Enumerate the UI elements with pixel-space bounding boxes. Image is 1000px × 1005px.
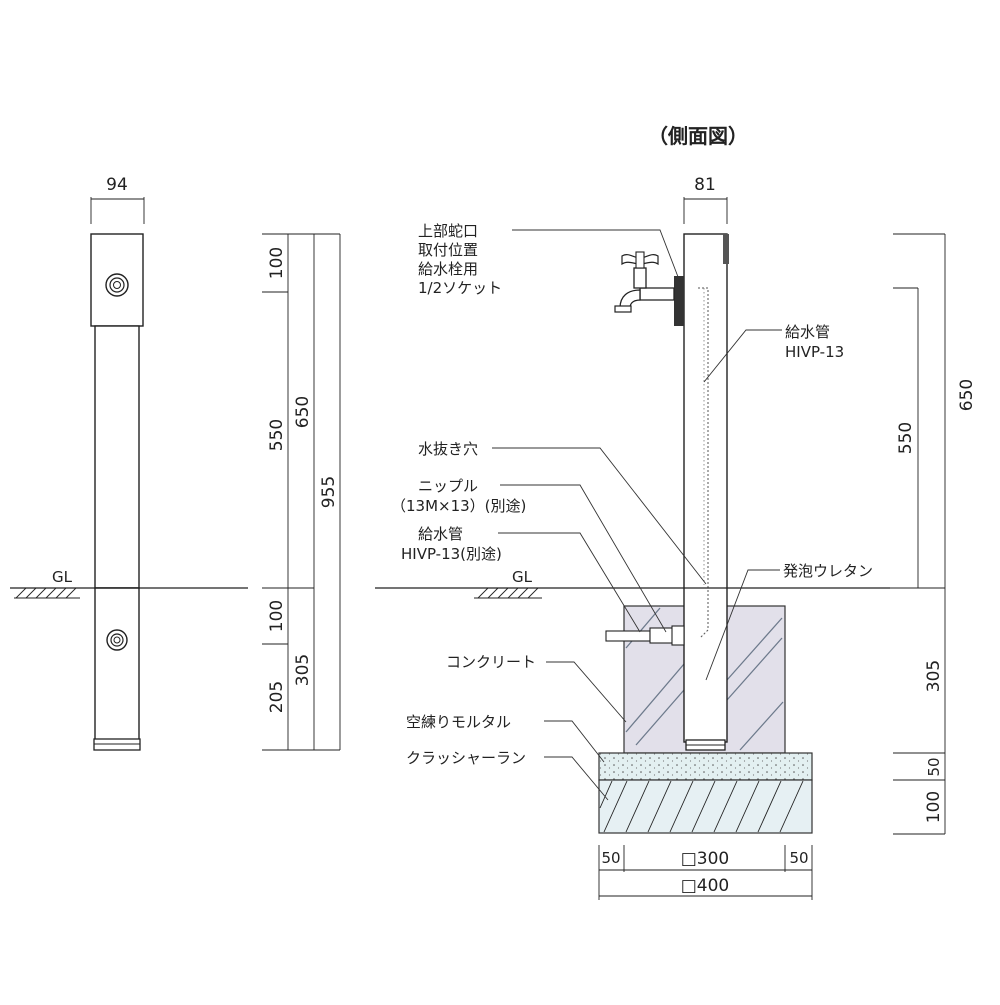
nipple-callout: ニップル （13M×13）(別途) [391, 477, 667, 633]
nipple-label-line2: （13M×13）(別途) [391, 497, 526, 515]
pipe-left-label-line1: 給水管 [418, 525, 463, 543]
nipple-label-line1: ニップル [418, 477, 478, 495]
front-dim-100-below: 100 [267, 600, 287, 632]
mortar-callout: 空練りモルタル [406, 713, 605, 763]
drain-hole-callout: 水抜き穴 [418, 440, 707, 585]
side-dim-305: 305 [924, 660, 944, 692]
base-dim-300: □300 [681, 849, 730, 869]
side-dim-550: 550 [896, 422, 916, 454]
side-post-cap [723, 234, 729, 264]
concrete-hatch [625, 607, 784, 751]
side-ground-hatch [474, 587, 542, 599]
concrete-callout: コンクリート [446, 653, 627, 723]
front-post-lower [94, 587, 140, 741]
supply-pipe-callout-right: 給水管 HIVP-13 [703, 323, 844, 383]
foam-label: 発泡ウレタン [783, 562, 873, 580]
supply-pipe-callout-left: 給水管 HIVP-13(別途) [401, 525, 641, 633]
side-post [683, 233, 728, 743]
faucet-label-line1: 上部蛇口 [418, 222, 478, 240]
faucet-icon [614, 251, 684, 326]
front-dim-955: 955 [319, 476, 339, 508]
faucet-label-line4: 1/2ソケット [418, 279, 502, 297]
side-view-title: （側面図） [648, 124, 748, 148]
front-lower-socket-icon [106, 629, 128, 651]
faucet-label-line2: 取付位置 [418, 241, 478, 259]
front-dim-650: 650 [293, 396, 313, 428]
front-view: 94 GL [10, 175, 341, 751]
front-width-dimension: 94 [90, 175, 145, 224]
front-gl-label: GL [52, 568, 73, 586]
pipe-right-label-line1: 給水管 [785, 323, 830, 341]
front-dim-550: 550 [267, 419, 287, 451]
crusher-run-layer [598, 779, 813, 834]
side-width-dimension: 81 [683, 175, 728, 224]
crusher-run-hatch [599, 780, 804, 833]
internal-pipe [698, 287, 709, 639]
supply-pipe-inlet [605, 625, 685, 646]
faucet-position-callout: 上部蛇口 取付位置 給水栓用 1/2ソケット [418, 222, 681, 297]
crusher-label: クラッシャーラン [406, 749, 526, 767]
mortar-label: 空練りモルタル [406, 713, 511, 731]
side-dim-50: 50 [925, 757, 943, 776]
front-post-foot [93, 738, 141, 751]
side-gl-label: GL [512, 568, 533, 586]
crusher-run-callout: クラッシャーラン [406, 749, 609, 801]
side-bottom-dimensions: 50 □300 50 □400 [598, 845, 813, 900]
foam-callout: 発泡ウレタン [705, 562, 873, 681]
front-upper-socket-icon [105, 273, 129, 297]
front-post-upper [94, 325, 140, 589]
pipe-left-label-line2: HIVP-13(別途) [401, 545, 502, 563]
base-dim-left-50: 50 [601, 849, 620, 867]
base-dim-400: □400 [681, 876, 730, 896]
faucet-label-line3: 給水栓用 [418, 260, 478, 278]
front-dim-305: 305 [293, 654, 313, 686]
front-dim-100-top: 100 [267, 247, 287, 279]
side-width-label: 81 [694, 175, 716, 195]
front-ground-hatch [14, 587, 80, 599]
side-dim-650: 650 [957, 379, 977, 411]
front-vertical-dimensions: 100 550 650 955 100 205 305 [262, 233, 341, 751]
side-vertical-dimensions: 650 550 305 50 100 [890, 233, 977, 835]
front-width-label: 94 [106, 175, 128, 195]
base-dim-right-50: 50 [789, 849, 808, 867]
mortar-dots [599, 753, 812, 780]
pipe-right-label-line2: HIVP-13 [785, 343, 844, 361]
drain-hole-label: 水抜き穴 [418, 440, 478, 458]
side-view: （側面図） 81 [375, 124, 977, 900]
concrete-label: コンクリート [446, 653, 536, 671]
front-dim-205: 205 [267, 681, 287, 713]
side-dim-100: 100 [924, 791, 944, 823]
